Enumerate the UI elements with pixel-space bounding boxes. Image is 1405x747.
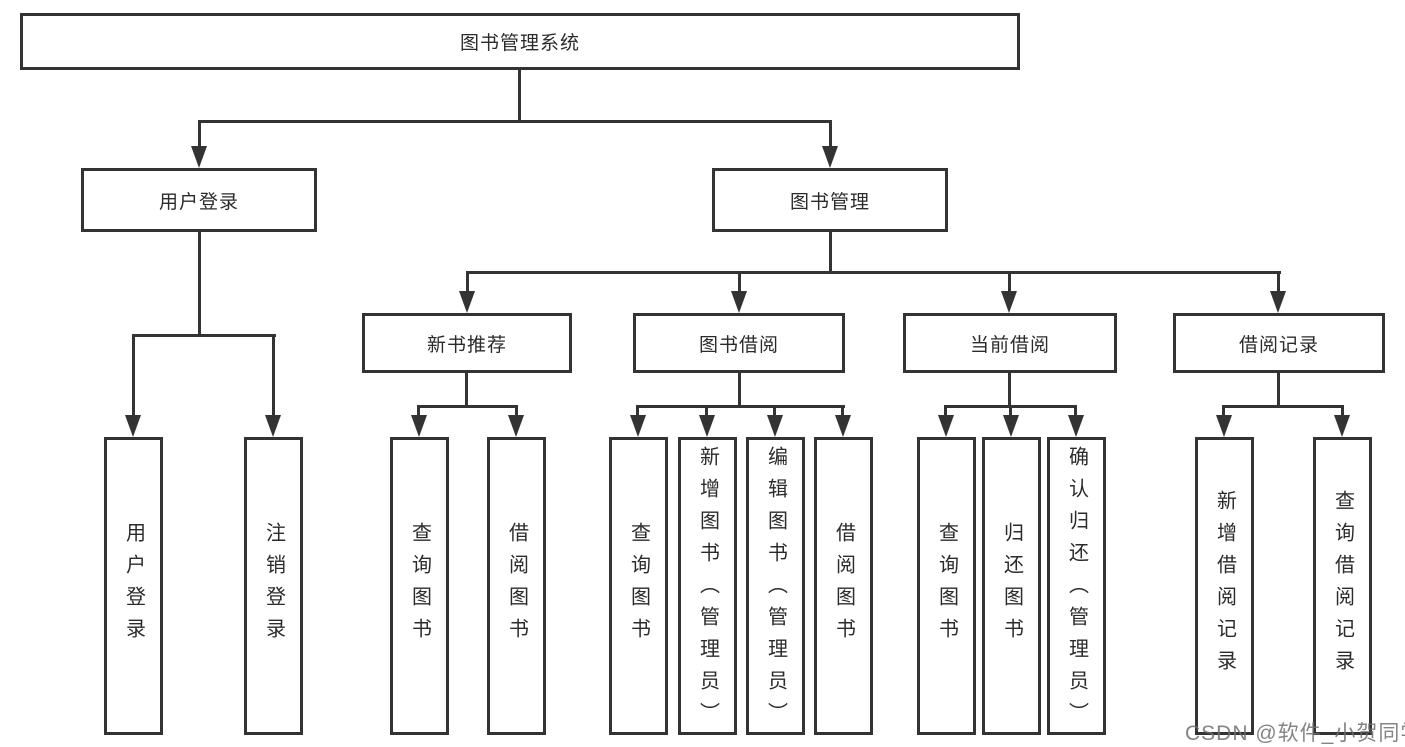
node-borrow-records: 借阅记录 (1173, 313, 1385, 373)
node-book-borrow-label: 图书借阅 (698, 334, 779, 356)
connector-root-drop-left (198, 120, 201, 148)
arrowhead-bb-borrow (835, 415, 851, 437)
connector-root-drop-right (829, 120, 832, 148)
leaf-user-login-label: 用户登录 (122, 522, 145, 650)
arrowhead-new-book-rec (459, 291, 475, 313)
arrowhead-bb-add (699, 415, 715, 437)
arrowhead-cb-confirm (1068, 415, 1084, 437)
node-book-mgmt-label: 图书管理 (789, 191, 870, 213)
node-book-borrow: 图书借阅 (633, 313, 845, 373)
leaf-br-query-record-label: 查询借阅记录 (1331, 490, 1354, 682)
leaf-cb-query-books: 查询图书 (917, 437, 976, 735)
connector-mgmt-drop-1 (466, 271, 469, 293)
leaf-bb-query-books: 查询图书 (609, 437, 668, 735)
leaf-cb-return-books-label: 归还图书 (1000, 522, 1023, 650)
arrowhead-current-borrow (1001, 291, 1017, 313)
node-new-book-rec-label: 新书推荐 (426, 334, 507, 356)
connector-mgmt-bar (466, 271, 1281, 274)
leaf-cb-query-books-label: 查询图书 (935, 522, 958, 650)
connector-mgmt-stem (829, 232, 832, 273)
connector-cb-drop-3 (1074, 405, 1077, 417)
connector-bb-drop-3 (773, 405, 776, 417)
connector-bb-bar (636, 405, 845, 408)
connector-mgmt-drop-3 (1008, 271, 1011, 293)
connector-br-bar (1222, 405, 1343, 408)
node-current-borrow-label: 当前借阅 (969, 334, 1050, 356)
arrowhead-br-add (1216, 415, 1232, 437)
connector-login-stem (198, 232, 201, 336)
arrowhead-leaf-logout (265, 415, 281, 437)
arrowhead-cb-query (938, 415, 954, 437)
connector-cb-stem (1008, 373, 1011, 407)
connector-bb-drop-4 (841, 405, 844, 417)
leaf-cb-return-books: 归还图书 (982, 437, 1041, 735)
connector-cb-drop-2 (1009, 405, 1012, 417)
node-root: 图书管理系统 (20, 13, 1020, 70)
leaf-logout-label: 注销登录 (262, 522, 285, 650)
leaf-bb-add-books-admin: 新增图书（管理员） (678, 437, 737, 735)
leaf-br-query-record: 查询借阅记录 (1313, 437, 1372, 735)
leaf-br-add-record: 新增借阅记录 (1195, 437, 1254, 735)
leaf-user-login: 用户登录 (104, 437, 163, 735)
leaf-rec-query-books-label: 查询图书 (408, 522, 431, 650)
connector-br-stem (1277, 373, 1280, 407)
leaf-cb-confirm-return-admin: 确认归还（管理员） (1047, 437, 1106, 735)
leaf-bb-borrow-books: 借阅图书 (814, 437, 873, 735)
leaf-cb-confirm-return-admin-label: 确认归还（管理员） (1065, 446, 1088, 734)
node-new-book-rec: 新书推荐 (362, 313, 572, 373)
leaf-rec-borrow-books-label: 借阅图书 (505, 522, 528, 650)
leaf-bb-edit-books-admin: 编辑图书（管理员） (746, 437, 805, 735)
arrowhead-user-login (191, 146, 207, 168)
csdn-watermark: CSDN @软件_小贺同学 (1185, 722, 1405, 745)
leaf-rec-borrow-books: 借阅图书 (487, 437, 546, 735)
connector-login-drop-1 (132, 334, 135, 417)
arrowhead-rec-query (411, 415, 427, 437)
connector-bb-drop-2 (705, 405, 708, 417)
node-root-label: 图书管理系统 (459, 33, 580, 54)
arrowhead-br-query (1334, 415, 1350, 437)
arrowhead-bb-query (630, 415, 646, 437)
node-book-mgmt: 图书管理 (712, 168, 948, 232)
arrowhead-cb-return (1003, 415, 1019, 437)
connector-br-drop-2 (1341, 405, 1344, 417)
connector-login-drop-2 (272, 334, 275, 417)
leaf-logout: 注销登录 (244, 437, 303, 735)
connector-mgmt-drop-2 (738, 271, 741, 293)
connector-cb-drop-1 (944, 405, 947, 417)
connector-rec-drop-1 (417, 405, 420, 417)
connector-root-stem (518, 70, 521, 122)
arrowhead-rec-borrow (508, 415, 524, 437)
connector-bb-stem (738, 373, 741, 407)
connector-root-bar (198, 120, 832, 123)
node-current-borrow: 当前借阅 (903, 313, 1117, 373)
node-user-login: 用户登录 (81, 168, 317, 232)
arrowhead-bb-edit (767, 415, 783, 437)
connector-rec-bar (417, 405, 518, 408)
leaf-br-add-record-label: 新增借阅记录 (1213, 490, 1236, 682)
connector-rec-stem (465, 373, 468, 407)
arrowhead-book-mgmt (822, 146, 838, 168)
leaf-bb-query-books-label: 查询图书 (627, 522, 650, 650)
leaf-bb-add-books-admin-label: 新增图书（管理员） (696, 446, 719, 734)
arrowhead-leaf-user-login (125, 415, 141, 437)
connector-bb-drop-1 (636, 405, 639, 417)
node-user-login-label: 用户登录 (158, 191, 239, 213)
connector-br-drop-1 (1222, 405, 1225, 417)
leaf-rec-query-books: 查询图书 (390, 437, 449, 735)
leaf-bb-edit-books-admin-label: 编辑图书（管理员） (764, 446, 787, 734)
leaf-bb-borrow-books-label: 借阅图书 (832, 522, 855, 650)
arrowhead-borrow-records (1270, 291, 1286, 313)
connector-login-bar (132, 334, 276, 337)
connector-mgmt-drop-4 (1277, 271, 1280, 293)
arrowhead-book-borrow (731, 291, 747, 313)
node-borrow-records-label: 借阅记录 (1238, 334, 1319, 356)
connector-rec-drop-2 (515, 405, 518, 417)
